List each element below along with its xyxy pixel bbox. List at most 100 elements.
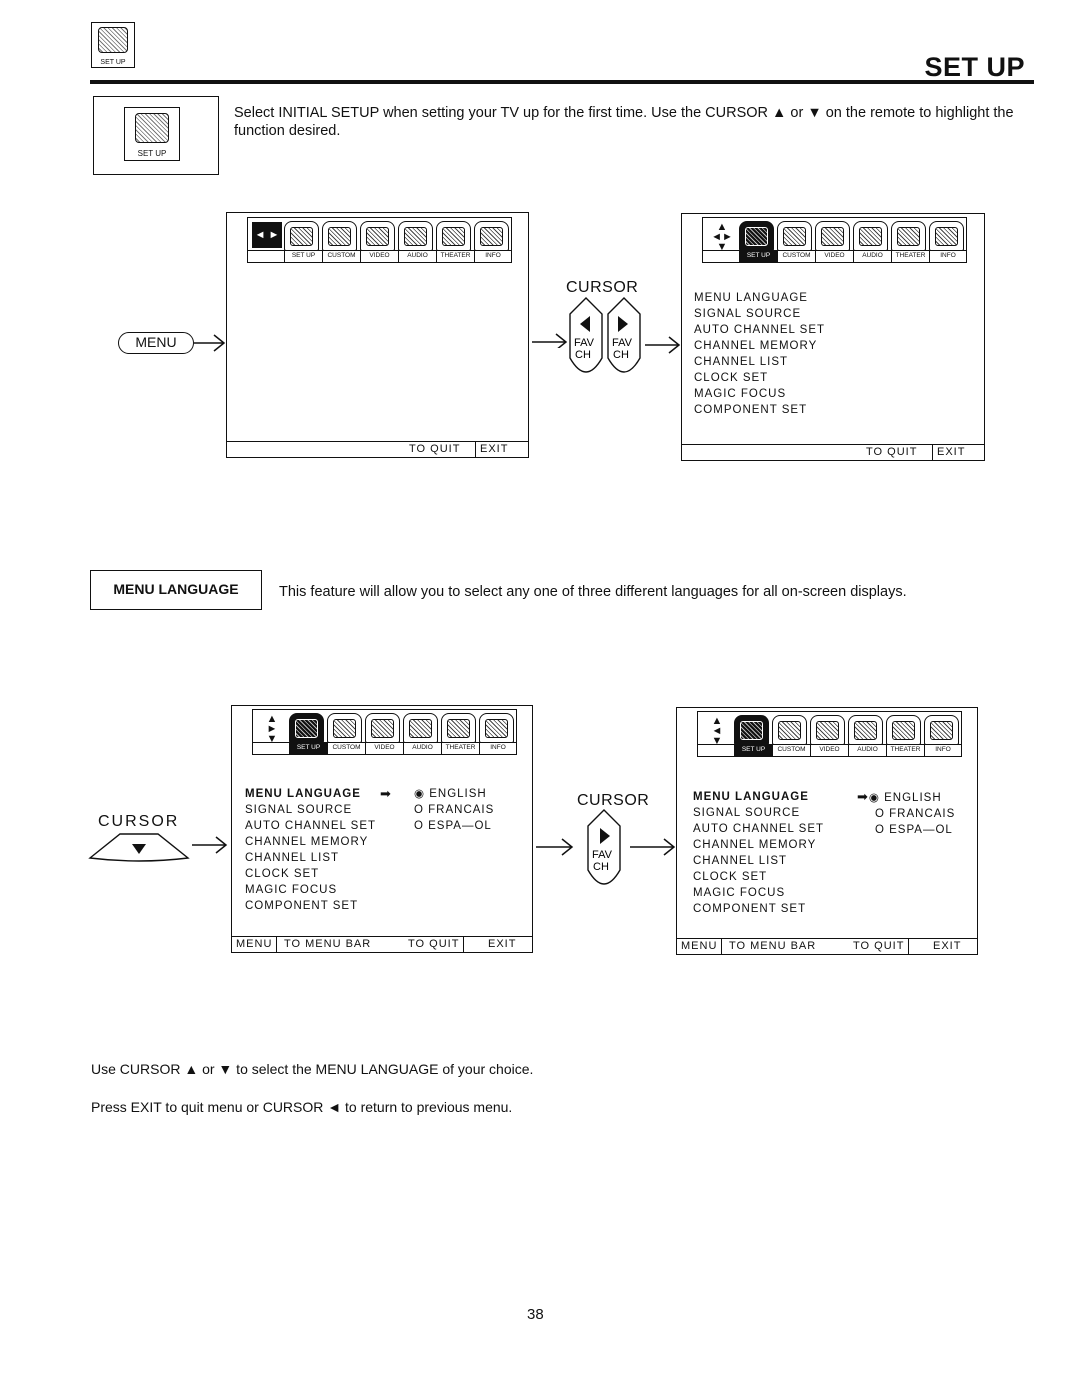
custom-icon	[322, 221, 357, 251]
menu-item: AUTO CHANNEL SET	[245, 820, 377, 832]
setup-icon	[739, 221, 774, 251]
menu-bar: ▲►▼ SET UP CUSTOM VIDEO AUDIO THEATER IN…	[252, 709, 517, 755]
theater-icon	[886, 715, 921, 745]
selected-radio-icon: ◉	[868, 792, 885, 804]
tab-audio: AUDIO	[403, 742, 441, 754]
language-option: ESPA—OL	[428, 820, 492, 832]
menu-item: MAGIC FOCUS	[245, 884, 338, 896]
fav-ch-button-icon: FAV CH FAV CH	[569, 297, 641, 373]
tab-setup: SET UP	[734, 744, 772, 756]
menu-item: CLOCK SET	[245, 868, 320, 880]
svg-text:CH: CH	[613, 349, 629, 361]
menu-item: SIGNAL SOURCE	[693, 807, 801, 819]
footer-exit: EXIT	[475, 442, 512, 457]
tab-video: VIDEO	[815, 250, 853, 262]
intro-icon-box: SET UP	[93, 96, 219, 175]
tv-screen-setup-menu: ▲◄►▼ SET UP CUSTOM VIDEO AUDIO THEATER I…	[681, 213, 985, 461]
menu-item: SIGNAL SOURCE	[694, 308, 802, 320]
tv-screen-language-selected: ▲◄▼ SET UP CUSTOM VIDEO AUDIO THEATER IN…	[676, 707, 978, 955]
audio-icon	[853, 221, 888, 251]
svg-text:CH: CH	[593, 861, 609, 873]
svg-text:FAV: FAV	[612, 337, 633, 349]
video-icon	[360, 221, 395, 251]
menu-item: CHANNEL MEMORY	[694, 340, 818, 352]
setup-icon	[284, 221, 319, 251]
setup-icon	[734, 715, 769, 745]
instruction-exit: Press EXIT to quit menu or CURSOR ◄ to r…	[91, 1099, 513, 1115]
audio-icon	[403, 713, 438, 743]
theater-icon	[436, 221, 471, 251]
language-option: ENGLISH	[884, 792, 942, 804]
cursor-label: CURSOR	[98, 813, 180, 830]
tab-custom: CUSTOM	[327, 742, 365, 754]
footer-to-quit: TO QUIT	[866, 446, 918, 458]
menu-item: AUTO CHANNEL SET	[694, 324, 826, 336]
language-option: ESPA—OL	[889, 824, 953, 836]
info-icon	[474, 221, 509, 251]
language-options: ◉ ENGLISH O FRANCAIS O ESPA—OL	[414, 786, 494, 834]
tab-audio: AUDIO	[853, 250, 891, 262]
menu-item: MENU LANGUAGE	[694, 292, 808, 304]
theater-icon	[441, 713, 476, 743]
header-rule	[90, 80, 1034, 84]
language-option: FRANCAIS	[889, 808, 956, 820]
menu-item: MAGIC FOCUS	[694, 388, 787, 400]
menu-button-icon: MENU	[118, 332, 194, 354]
menu-bar: ▲◄►▼ SET UP CUSTOM VIDEO AUDIO THEATER I…	[702, 217, 967, 263]
radio-icon: O	[414, 804, 429, 816]
tab-audio: AUDIO	[398, 250, 436, 262]
nav-arrows-icon: ▲◄►▼	[711, 221, 733, 253]
footer-exit: EXIT	[932, 445, 969, 460]
footer-to-quit: TO QUIT	[404, 937, 465, 952]
feature-label: MENU LANGUAGE	[90, 570, 262, 610]
menu-item: COMPONENT SET	[693, 903, 807, 915]
video-icon	[365, 713, 400, 743]
audio-icon	[398, 221, 433, 251]
tab-theater: THEATER	[436, 250, 474, 262]
arrow-right-icon	[645, 336, 681, 354]
tab-audio: AUDIO	[848, 744, 886, 756]
page-number: 38	[527, 1306, 544, 1323]
menu-item: CLOCK SET	[693, 871, 768, 883]
tab-setup: SET UP	[289, 742, 327, 754]
language-option: FRANCAIS	[428, 804, 495, 816]
setup-menu-list: MENU LANGUAGE SIGNAL SOURCE AUTO CHANNEL…	[693, 789, 824, 917]
pointer-arrow-icon: ➡	[857, 789, 869, 804]
custom-icon	[777, 221, 812, 251]
setup-menu-list: MENU LANGUAGE SIGNAL SOURCE AUTO CHANNEL…	[245, 786, 376, 914]
arrow-right-icon	[192, 836, 228, 854]
arrow-right-icon	[532, 333, 568, 348]
fav-ch-button-icon: FAV CH	[587, 809, 621, 885]
setup-menu-list: MENU LANGUAGE SIGNAL SOURCE AUTO CHANNEL…	[694, 290, 825, 418]
tab-setup: SET UP	[284, 250, 322, 262]
menu-item: CHANNEL LIST	[693, 855, 788, 867]
info-icon	[924, 715, 959, 745]
menu-bar: ▲◄▼ SET UP CUSTOM VIDEO AUDIO THEATER IN…	[697, 711, 962, 757]
arrow-right-icon	[536, 838, 574, 856]
language-option: ENGLISH	[429, 788, 487, 800]
tab-custom: CUSTOM	[777, 250, 815, 262]
tab-theater: THEATER	[891, 250, 929, 262]
menu-item: CHANNEL LIST	[694, 356, 789, 368]
custom-icon	[772, 715, 807, 745]
footer-menu: MENU	[232, 937, 278, 952]
intro-text: Select INITIAL SETUP when setting your T…	[234, 105, 1014, 139]
tab-custom: CUSTOM	[322, 250, 360, 262]
svg-text:CH: CH	[575, 349, 591, 361]
arrow-right-icon	[194, 334, 226, 352]
intro-icon-label: SET UP	[137, 149, 167, 158]
svg-text:FAV: FAV	[574, 337, 595, 349]
tv-screen-menu-bar: ◄ ► SET UP CUSTOM VIDEO AUDIO THEATER IN…	[226, 212, 529, 458]
footer-menu: MENU	[677, 939, 723, 954]
tab-info: INFO	[924, 744, 961, 756]
nav-arrows-icon: ◄ ►	[252, 222, 282, 248]
menu-item-selected: MENU LANGUAGE	[693, 791, 809, 803]
tab-video: VIDEO	[365, 742, 403, 754]
svg-text:FAV: FAV	[592, 849, 613, 861]
menu-item: COMPONENT SET	[245, 900, 359, 912]
tab-setup: SET UP	[739, 250, 777, 262]
menu-item: CHANNEL LIST	[245, 852, 340, 864]
footer-exit: EXIT	[933, 940, 962, 952]
menu-item: CHANNEL MEMORY	[245, 836, 369, 848]
menu-item: CLOCK SET	[694, 372, 769, 384]
